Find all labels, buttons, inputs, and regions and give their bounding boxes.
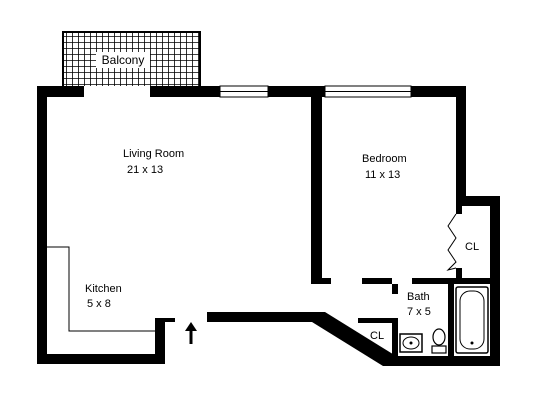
living-room-label: Living Room <box>123 148 184 160</box>
kitchen-counter <box>47 246 161 332</box>
bath-dims: 7 x 5 <box>407 306 431 318</box>
bedroom-label: Bedroom <box>362 153 407 165</box>
hall-closet-label: CL <box>370 330 384 342</box>
windows <box>84 85 412 98</box>
sink-icon <box>399 333 423 353</box>
toilet-icon <box>431 328 447 354</box>
balcony: Balcony <box>62 31 201 88</box>
balcony-label-bg <box>96 52 150 68</box>
living-room-dims: 21 x 13 <box>127 164 163 176</box>
bedroom-closet-label: CL <box>465 241 479 253</box>
bathtub-icon <box>455 286 489 354</box>
entry-arrow-icon <box>185 322 197 344</box>
bedroom-dims: 11 x 13 <box>365 169 400 181</box>
walls <box>37 86 500 366</box>
kitchen-label: Kitchen <box>85 283 122 295</box>
kitchen-dims: 5 x 8 <box>87 298 111 310</box>
bath-label: Bath <box>407 291 430 303</box>
closet-doors <box>446 213 457 271</box>
balcony-label: Balcony <box>102 53 145 67</box>
